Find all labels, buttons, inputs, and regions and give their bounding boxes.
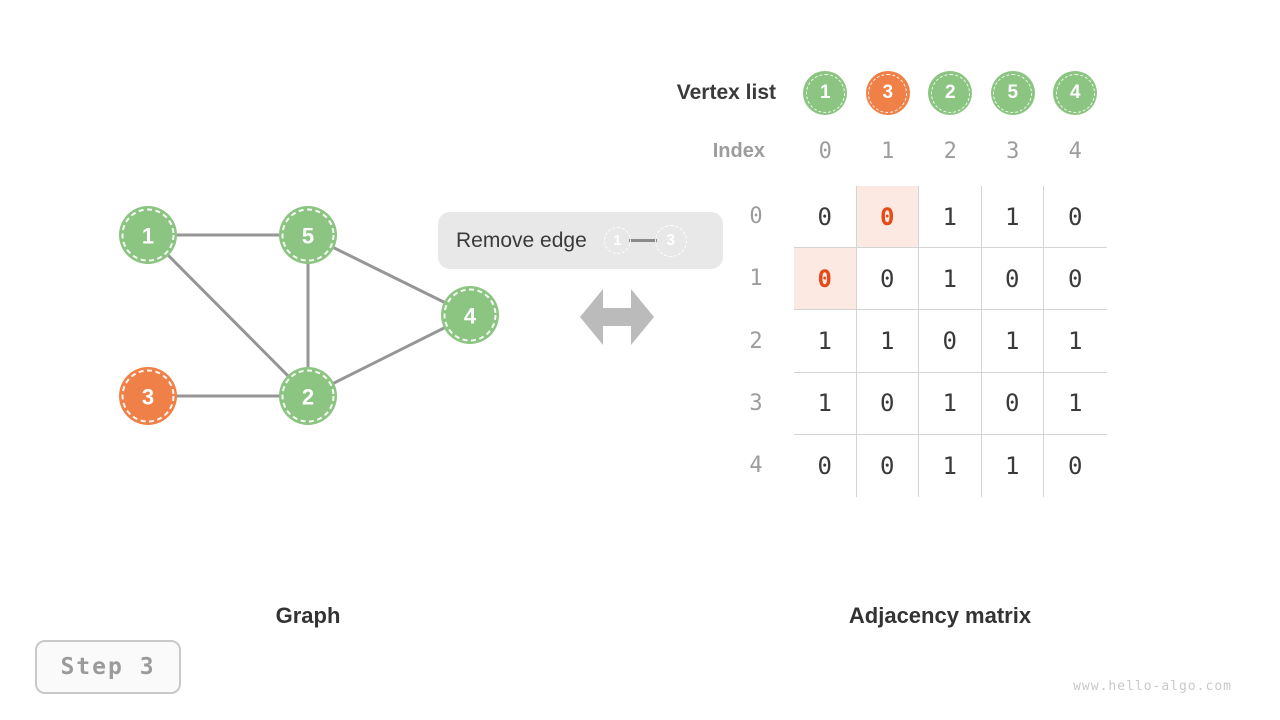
graph-node-4: 4 <box>441 286 499 344</box>
graph-node-value: 3 <box>142 385 154 410</box>
index-value-2: 2 <box>943 139 957 164</box>
matrix-cell-4-4: 0 <box>1068 451 1083 480</box>
matrix-cell-4-0: 0 <box>794 434 857 497</box>
matrix-cell-4-3: 1 <box>982 434 1044 497</box>
graph-node-value: 4 <box>464 304 477 329</box>
matrix-row-label-0: 0 <box>749 204 763 230</box>
matrix-cell-1-1: 0 <box>856 248 919 311</box>
matrix-cell-0-4: 0 <box>1044 186 1107 249</box>
index-label: Index <box>712 140 765 162</box>
operation-to-node: 3 <box>653 223 689 259</box>
operation-from-node: 1 <box>602 225 633 256</box>
graph-node-3: 3 <box>119 367 177 425</box>
matrix-row-label-3: 3 <box>749 390 763 416</box>
matrix-cell-1-0: 0 <box>794 248 857 311</box>
graph-node-value: 1 <box>142 224 154 249</box>
operation-label: Remove edge <box>456 228 587 252</box>
graph-caption: Graph <box>275 603 341 628</box>
vertex-value: 2 <box>944 82 956 103</box>
step-badge: Step 3 <box>35 640 181 694</box>
vertex-list-label: Vertex list <box>676 81 776 104</box>
matrix-cell-2-2: 0 <box>919 310 982 373</box>
vertex-circle-2: 2 <box>928 71 973 115</box>
matrix-cell-1-2: 1 <box>919 248 982 311</box>
matrix-cell-2-1: 1 <box>856 310 919 373</box>
matrix-cell-1-4: 0 <box>1044 248 1107 311</box>
matrix-cell-2-3: 1 <box>981 310 1044 373</box>
vertex-circle-1: 1 <box>803 71 848 115</box>
step-badge-label: Step 3 <box>60 654 156 680</box>
vertex-value: 4 <box>1069 82 1081 103</box>
matrix-row-label-1: 1 <box>749 266 763 292</box>
matrix-cell-2-0: 1 <box>794 310 857 373</box>
matrix-cell-3-3: 0 <box>981 372 1044 435</box>
matrix-cell-0-0: 0 <box>794 186 857 249</box>
swap-arrow-icon <box>580 289 654 345</box>
graph-edge-2-4 <box>307 313 471 398</box>
operation-to-value: 3 <box>666 231 676 249</box>
matrix-cell-3-2: 1 <box>919 372 982 435</box>
matrix-cell-3-1: 0 <box>856 372 919 435</box>
index-value-4: 4 <box>1068 139 1082 164</box>
matrix-caption: Adjacency matrix <box>848 603 1032 628</box>
vertex-value: 1 <box>819 82 831 103</box>
matrix-cell-0-3: 1 <box>981 186 1044 249</box>
graph-node-2: 2 <box>279 367 337 425</box>
graph-edge-1-2 <box>146 233 310 398</box>
graph-nodes: 1 5 4 3 2 <box>119 206 499 425</box>
matrix-cell-0-2: 1 <box>919 186 982 249</box>
matrix-row-label-2: 2 <box>749 328 763 354</box>
index-value-1: 1 <box>881 139 895 164</box>
vertex-value: 3 <box>882 82 894 103</box>
watermark: www.hello-algo.com <box>1073 679 1232 694</box>
matrix-cell-4-2: 1 <box>919 434 982 497</box>
matrix-cell-4-1: 0 <box>857 434 919 497</box>
graph-node-value: 2 <box>302 385 314 410</box>
matrix-cell-3-4: 1 <box>1044 373 1107 435</box>
graph-node-value: 5 <box>302 224 314 249</box>
vertex-circle-3: 3 <box>865 71 910 115</box>
index-value-0: 0 <box>818 139 832 164</box>
matrix-cell-1-3: 0 <box>981 248 1044 311</box>
vertex-circle-5: 5 <box>990 71 1035 115</box>
vertex-value: 5 <box>1007 82 1019 103</box>
remove-edge-badge: Remove edge 1 3 <box>438 212 723 269</box>
matrix-cell-2-4: 1 <box>1044 310 1107 373</box>
graph-edge-5-4 <box>307 233 471 317</box>
matrix-cell-3-0: 1 <box>794 372 857 435</box>
index-value-3: 3 <box>1006 139 1020 164</box>
matrix-cell-0-1: 0 <box>856 186 919 249</box>
graph-node-5: 5 <box>279 206 337 264</box>
operation-from-value: 1 <box>613 232 622 249</box>
matrix-row-label-4: 4 <box>749 452 763 478</box>
edge-connector-line <box>628 239 657 242</box>
graph-node-1: 1 <box>119 206 177 264</box>
vertex-circle-4: 4 <box>1053 71 1098 115</box>
